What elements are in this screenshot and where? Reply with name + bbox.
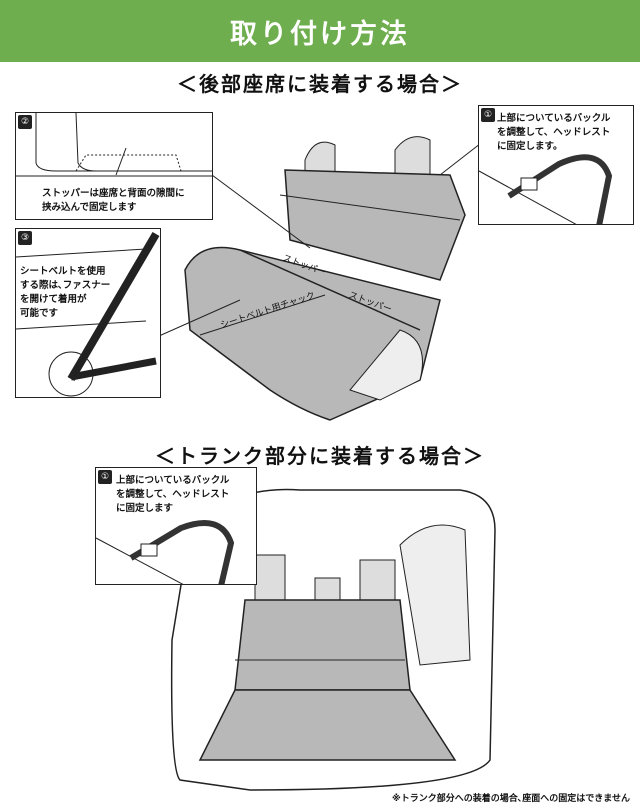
section-title-trunk: ＜トランク部分に装着する場合＞ [155, 444, 485, 468]
step-number: ① [98, 470, 112, 484]
trunk-step1-text: 上部についているバックル を調整して、ヘッドレスト に固定します [116, 475, 230, 514]
step1-panel: ① 上部についているバックル を調整して、ヘッドレスト に固定します。 [478, 105, 634, 225]
section-title-rear-seat: ＜後部座席に装着する場合＞ [177, 72, 463, 96]
header-banner: 取り付け方法 [0, 0, 640, 62]
rear-seat-illustration [149, 136, 486, 421]
page-title: 取り付け方法 [230, 18, 410, 50]
step2-panel: ② ストッパーは座席と背面の隙間に 挟み込んで固定します [15, 112, 213, 220]
trunk-note: ※トランク部分への装着の場合､座面への固定はできません [392, 794, 630, 804]
step-number: ① [481, 108, 495, 122]
trunk-step1-panel: ① 上部についているバックル を調整して、ヘッドレスト に固定します [95, 467, 257, 585]
step-number: ③ [18, 231, 32, 245]
step1-text: 上部についているバックル を調整して、ヘッドレスト に固定します。 [497, 113, 611, 152]
step3-text: シートベルトを使用 する際は､ファスナー を開けて着用が 可能です [20, 266, 111, 319]
step3-panel: ③ シートベルトを使用 する際は､ファスナー を開けて着用が 可能です [15, 228, 161, 398]
step-number: ② [18, 115, 32, 129]
step2-text: ストッパーは座席と背面の隙間に 挟み込んで固定します [42, 188, 185, 213]
